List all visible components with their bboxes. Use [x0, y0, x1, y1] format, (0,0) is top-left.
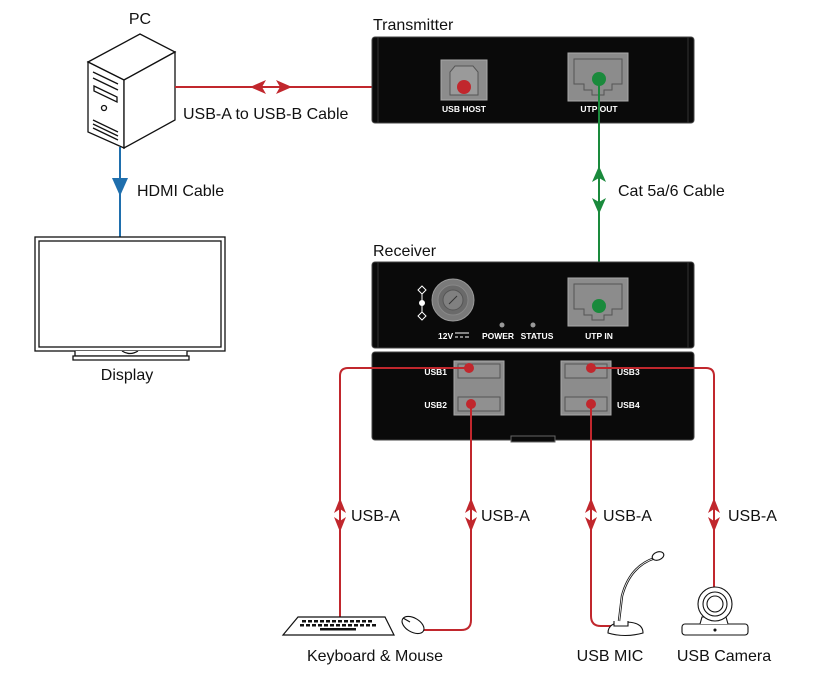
usb-arrows: [334, 498, 720, 532]
receiver-front: 12V POWER STATUS UTP IN: [371, 261, 695, 349]
arrow-down-icon: [592, 198, 606, 214]
usb-host-label: USB HOST: [442, 104, 487, 114]
power-led: [499, 322, 505, 328]
usb-link-label-2: USB-A: [481, 508, 530, 525]
power-in-label: 12V: [438, 331, 453, 341]
usb1-port[interactable]: [457, 363, 501, 379]
display-icon: [34, 236, 226, 361]
usb-link-label-3: USB-A: [603, 508, 652, 525]
keyboard-icon: [281, 616, 395, 636]
usb3-port[interactable]: [564, 363, 608, 379]
keyboard-mouse-label: Keyboard & Mouse: [307, 648, 443, 665]
usb-cable-label: USB-A to USB-B Cable: [183, 106, 349, 123]
usb4-label: USB4: [617, 400, 640, 410]
usb-link-label-1: USB-A: [351, 508, 400, 525]
usb1-label: USB1: [424, 367, 447, 377]
arrow-up-icon: [592, 166, 606, 182]
polarity-icon: [417, 285, 427, 321]
usb-cables: [339, 367, 715, 631]
hdmi-cable-label: HDMI Cable: [137, 183, 224, 200]
usb-camera-label: USB Camera: [677, 648, 771, 665]
transmitter-device: USB HOST UTP OUT: [371, 36, 695, 124]
transmitter-label: Transmitter: [373, 17, 454, 34]
status-led: [530, 322, 536, 328]
microphone-icon: [607, 551, 665, 637]
pc-label: PC: [129, 11, 151, 28]
usb3-label: USB3: [617, 367, 640, 377]
arrow-right-icon: [276, 80, 292, 94]
cat-cable-label: Cat 5a/6 Cable: [618, 183, 725, 200]
usb-port-dots: [464, 363, 596, 409]
usb2-label: USB2: [424, 400, 447, 410]
receiver-label: Receiver: [373, 243, 437, 260]
display-label: Display: [101, 367, 153, 384]
camera-icon: [681, 586, 749, 636]
usb-mic-label: USB MIC: [577, 648, 644, 665]
utp-in-port[interactable]: [567, 277, 629, 327]
arrow-left-icon: [250, 80, 266, 94]
pc-tower-icon: [86, 33, 177, 150]
usb2-port[interactable]: [457, 396, 501, 412]
dc-symbol-icon: [455, 332, 469, 338]
arrow-down-icon: [112, 178, 128, 196]
usb-link-label-4: USB-A: [728, 508, 777, 525]
power-jack[interactable]: [431, 278, 475, 322]
usb-host-port[interactable]: [440, 59, 488, 101]
utp-in-label: UTP IN: [585, 331, 613, 341]
status-led-label: STATUS: [521, 331, 554, 341]
mouse-icon: [401, 615, 425, 635]
hdmi-cable: [112, 147, 128, 237]
power-led-label: POWER: [482, 331, 514, 341]
receiver-rear: USB1 USB2 USB3 USB4: [371, 351, 695, 443]
utp-out-port[interactable]: [567, 52, 629, 102]
